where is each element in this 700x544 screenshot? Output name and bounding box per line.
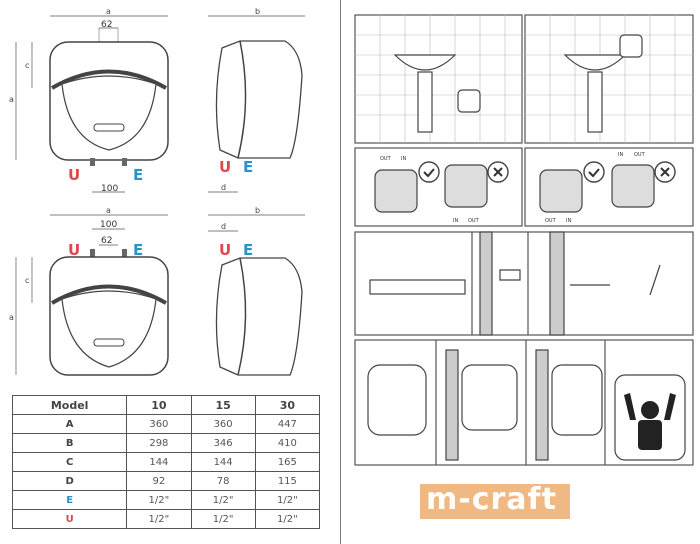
dim-b-label-2: b bbox=[255, 206, 260, 215]
cell: 1/2" bbox=[190, 509, 256, 529]
cell: 115 bbox=[254, 471, 321, 491]
row-label: D bbox=[11, 471, 128, 491]
front-view-top-outlets: a 62 a c U E 100 b U E d bbox=[9, 7, 305, 194]
dim-a-vertical-label-2: a bbox=[9, 313, 14, 322]
header-15: 15 bbox=[190, 395, 256, 415]
cell: 447 bbox=[254, 414, 321, 434]
cell: 144 bbox=[190, 452, 256, 472]
label-out: OUT bbox=[545, 218, 557, 224]
label-in: IN bbox=[401, 156, 406, 162]
dim-b-label: b bbox=[255, 7, 260, 16]
inlet-e-label: E bbox=[133, 166, 143, 184]
check-icon bbox=[423, 168, 435, 178]
dim-a-label: a bbox=[106, 7, 111, 16]
person-lifting-icon bbox=[624, 393, 676, 450]
cell: 78 bbox=[190, 471, 256, 491]
installation-panels: OUT IN IN OUT OUT IN IN OUT bbox=[354, 14, 694, 466]
row-label: C bbox=[11, 452, 128, 472]
cell: 1/2" bbox=[254, 509, 321, 529]
header-10: 10 bbox=[126, 395, 192, 415]
watermark-band bbox=[420, 484, 570, 519]
cell: 1/2" bbox=[126, 509, 192, 529]
cell: 1/2" bbox=[254, 490, 321, 510]
cell: 165 bbox=[254, 452, 321, 472]
side-outlet-u-label-2: U bbox=[219, 241, 231, 259]
sink-illustration bbox=[393, 34, 643, 133]
row-label: B bbox=[11, 433, 128, 453]
cross-icon bbox=[660, 167, 670, 177]
cell: 360 bbox=[190, 414, 256, 434]
dim-62-label: 62 bbox=[101, 20, 112, 30]
label-out: OUT bbox=[634, 152, 646, 158]
header-model: Model bbox=[11, 395, 128, 415]
dim-c-label-2: c bbox=[25, 276, 29, 285]
dim-100-label: 100 bbox=[101, 184, 118, 194]
label-out: OUT bbox=[468, 218, 480, 224]
hook-icon bbox=[649, 264, 661, 296]
row-label: E bbox=[11, 490, 128, 510]
cell: 1/2" bbox=[126, 490, 192, 510]
check-icon bbox=[588, 168, 600, 178]
row-label: A bbox=[11, 414, 128, 434]
dim-62-label-2: 62 bbox=[101, 236, 112, 246]
cell: 1/2" bbox=[190, 490, 256, 510]
label-in: IN bbox=[618, 152, 623, 158]
row-label: U bbox=[11, 509, 128, 529]
dim-a-label-2: a bbox=[106, 206, 111, 215]
dim-100-label-2: 100 bbox=[100, 220, 117, 230]
cross-icon bbox=[493, 167, 503, 177]
drill-icon bbox=[499, 269, 521, 281]
dim-d-label: d bbox=[221, 183, 226, 192]
dim-a-vertical-label: a bbox=[9, 95, 14, 104]
side-inlet-e-label-2: E bbox=[243, 241, 253, 259]
cell: 410 bbox=[254, 433, 321, 453]
watermark-text: m-craft bbox=[426, 482, 557, 517]
heater-icon bbox=[367, 364, 427, 436]
cell: 144 bbox=[126, 452, 192, 472]
front-view-bottom-outlets: a 100 62 U E a c b d U E bbox=[9, 206, 305, 376]
table-header-row: Model 10 15 30 bbox=[11, 395, 321, 415]
dim-c-label: c bbox=[25, 61, 29, 70]
label-out: OUT bbox=[380, 156, 392, 162]
header-30: 30 bbox=[254, 395, 321, 415]
outlet-u-label: U bbox=[68, 166, 80, 184]
label-in: IN bbox=[453, 218, 458, 224]
dim-d-label-2: d bbox=[221, 222, 226, 231]
cell: 298 bbox=[126, 433, 192, 453]
mounting-bracket bbox=[369, 279, 466, 295]
inlet-e-label-2: E bbox=[133, 241, 143, 259]
side-outlet-u-label: U bbox=[219, 158, 231, 176]
cell: 92 bbox=[126, 471, 192, 491]
cell: 346 bbox=[190, 433, 256, 453]
outlet-u-label-2: U bbox=[68, 241, 80, 259]
label-in: IN bbox=[566, 218, 571, 224]
side-inlet-e-label: E bbox=[243, 158, 253, 176]
cell: 360 bbox=[126, 414, 192, 434]
page-divider bbox=[340, 0, 341, 544]
